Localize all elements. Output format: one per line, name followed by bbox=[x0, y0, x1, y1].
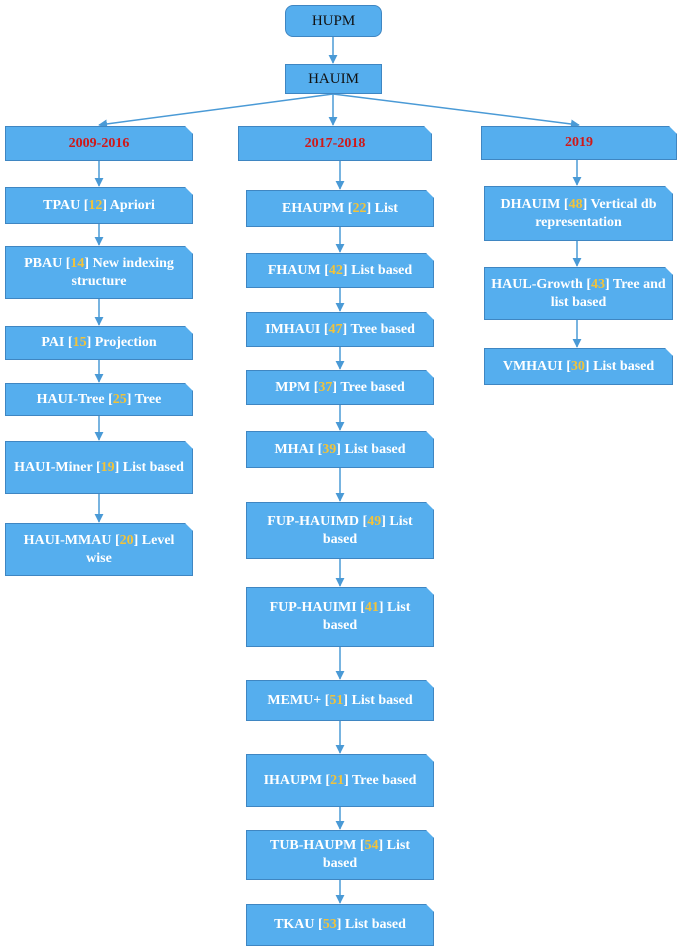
method-node: TUB-HAUPM [54] List based bbox=[246, 830, 434, 880]
method-name: TKAU bbox=[274, 917, 315, 932]
method-node: TKAU [53] List based bbox=[246, 904, 434, 946]
method-node: PAI [15] Projection bbox=[5, 326, 193, 360]
method-name: VMHAUI bbox=[502, 358, 563, 374]
method-description: List based bbox=[322, 600, 411, 633]
method-node: HAUI-MMAU [20] Level wise bbox=[5, 523, 193, 576]
reference-number: 51 bbox=[329, 692, 344, 708]
method-node: VMHAUI [30] List based bbox=[484, 348, 673, 385]
method-description: Projection bbox=[94, 335, 157, 350]
method-description: Tree bbox=[134, 391, 162, 407]
method-node: MEMU+ [51] List based bbox=[246, 680, 434, 721]
period-label: 2017-2018 bbox=[304, 135, 366, 151]
method-name: FUP-HAUIMI bbox=[269, 600, 357, 615]
method-name: HAUI-Tree bbox=[36, 391, 105, 407]
method-description: Tree based bbox=[352, 772, 417, 788]
period-node-2017-2018: 2017-2018 bbox=[238, 126, 432, 161]
method-name: EHAUPM bbox=[282, 200, 345, 216]
method-description: Apriori bbox=[109, 197, 155, 213]
method-description: Level wise bbox=[86, 532, 175, 566]
reference-number: 15 bbox=[72, 335, 87, 350]
root-node: HUPM bbox=[285, 5, 382, 37]
reference-number: 20 bbox=[119, 532, 134, 548]
method-name: MPM bbox=[275, 379, 311, 395]
method-node: IHAUPM [21] Tree based bbox=[246, 754, 434, 807]
method-description: List bbox=[374, 200, 398, 216]
method-node: HAUL-Growth [43] Tree and list based bbox=[484, 267, 673, 320]
method-node: FHAUM [42] List based bbox=[246, 253, 434, 288]
reference-number: 42 bbox=[328, 262, 343, 278]
method-description: Tree based bbox=[340, 379, 405, 395]
reference-number: 37 bbox=[318, 379, 333, 395]
method-name: FUP-HAUIMD bbox=[267, 513, 360, 529]
method-name: MEMU+ bbox=[267, 692, 322, 708]
reference-number: 12 bbox=[88, 197, 103, 213]
period-label: 2009-2016 bbox=[68, 135, 130, 151]
reference-number: 22 bbox=[352, 200, 367, 216]
method-name: TPAU bbox=[43, 197, 81, 213]
period-node-2019: 2019 bbox=[481, 126, 677, 160]
connector-arrow bbox=[332, 93, 580, 129]
reference-number: 47 bbox=[328, 321, 343, 337]
method-description: List based bbox=[344, 917, 406, 932]
reference-number: 19 bbox=[100, 459, 115, 475]
reference-number: 30 bbox=[570, 358, 585, 374]
method-name: TUB-HAUPM bbox=[269, 838, 357, 853]
method-name: HAUI-MMAU bbox=[23, 532, 112, 548]
reference-number: 48 bbox=[568, 196, 583, 212]
method-description: Tree and list based bbox=[550, 276, 666, 310]
period-node-2009-2016: 2009-2016 bbox=[5, 126, 193, 161]
reference-number: 43 bbox=[591, 276, 605, 292]
method-node: PBAU [14] New indexing structure bbox=[5, 246, 193, 299]
method-description: List based bbox=[593, 358, 655, 374]
hauim-node: HAUIM bbox=[285, 64, 382, 94]
method-description: List based bbox=[344, 441, 406, 457]
reference-number: 54 bbox=[364, 838, 379, 853]
reference-number: 14 bbox=[70, 255, 85, 271]
method-name: HAUI-Miner bbox=[14, 459, 93, 475]
root-label: HUPM bbox=[311, 13, 356, 29]
method-description: List based bbox=[322, 838, 410, 871]
method-name: MHAI bbox=[274, 441, 315, 457]
reference-number: 25 bbox=[112, 391, 127, 407]
method-node: HAUI-Tree [25] Tree bbox=[5, 383, 193, 416]
period-label: 2019 bbox=[565, 135, 593, 150]
reference-number: 49 bbox=[367, 513, 382, 529]
reference-number: 39 bbox=[322, 441, 337, 457]
method-node: EHAUPM [22] List bbox=[246, 190, 434, 227]
reference-number: 53 bbox=[322, 917, 337, 932]
method-description: Vertical db representation bbox=[535, 196, 657, 230]
hauim-label: HAUIM bbox=[308, 71, 359, 87]
method-description: Tree based bbox=[350, 321, 415, 337]
method-name: PBAU bbox=[24, 255, 63, 271]
reference-number: 21 bbox=[330, 772, 345, 788]
method-node: FUP-HAUIMI [41] List based bbox=[246, 587, 434, 647]
method-name: DHAUIM bbox=[500, 196, 561, 212]
method-description: List based bbox=[351, 692, 413, 708]
method-node: DHAUIM [48] Vertical db representation bbox=[484, 186, 673, 241]
method-name: FHAUM bbox=[267, 262, 321, 278]
method-node: MPM [37] Tree based bbox=[246, 370, 434, 405]
method-node: HAUI-Miner [19] List based bbox=[5, 441, 193, 494]
method-description: List based bbox=[322, 513, 413, 547]
method-description: List based bbox=[351, 262, 413, 278]
method-node: MHAI [39] List based bbox=[246, 431, 434, 468]
method-node: IMHAUI [47] Tree based bbox=[246, 312, 434, 347]
reference-number: 41 bbox=[364, 600, 379, 615]
method-name: PAI bbox=[41, 335, 65, 350]
method-name: IHAUPM bbox=[263, 772, 322, 788]
method-node: FUP-HAUIMD [49] List based bbox=[246, 502, 434, 559]
method-node: TPAU [12] Apriori bbox=[5, 187, 193, 224]
method-name: IMHAUI bbox=[265, 321, 321, 337]
method-description: New indexing structure bbox=[71, 255, 174, 289]
method-name: HAUL-Growth bbox=[491, 276, 583, 292]
connector-arrow bbox=[98, 93, 334, 129]
method-description: List based bbox=[122, 459, 184, 475]
